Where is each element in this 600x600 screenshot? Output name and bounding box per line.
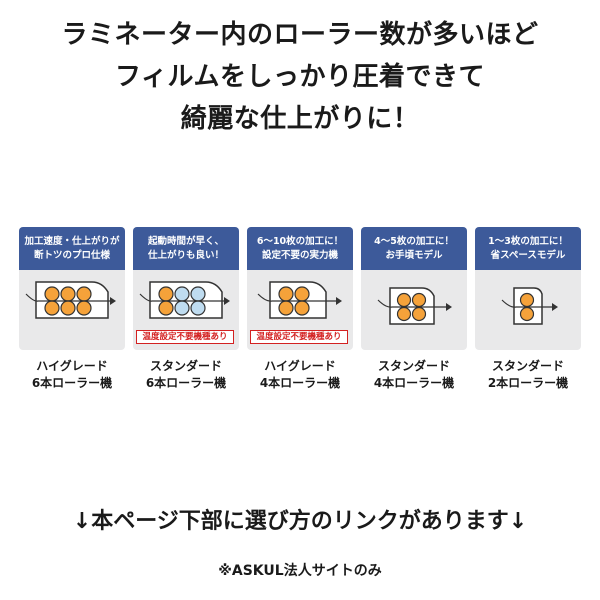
footnote: ※ASKUL法人サイトのみ [218, 563, 382, 579]
headline-line-2: フィルムをしっかり圧着できて [115, 62, 485, 92]
headline-line-1: ラミネーター内のローラー数が多いほど [61, 20, 539, 50]
card-header-line-2: 仕上がりも良い！ [147, 249, 224, 261]
card-header-line-1: 1～3枚の加工に！ [488, 235, 568, 247]
six-roller-orange-icon [25, 281, 116, 319]
headline: ラミネーター内のローラー数が多いほど フィルムをしっかり圧着できて 綺麗な仕上が… [0, 14, 600, 140]
four-roller-orange-icon [377, 287, 452, 325]
card-label-standard-6-roller: スタンダード 6本ローラー機 [133, 358, 239, 392]
card-label-line-1: ハイグレード [36, 359, 108, 373]
temperature-setting-badge: 温度設定不要機種あり [136, 330, 234, 344]
laminator-comparison-cards: 加工速度・仕上がりが 断トツのプロ仕様 起動時間が早く、 仕上がりも良い！ [19, 227, 581, 390]
card-body [361, 270, 467, 350]
card-header-line-2: お手頃モデル [385, 249, 443, 261]
card-label-line-1: スタンダード [377, 359, 450, 373]
link-note: ↓本ページ下部に選び方のリンクがあります↓ [72, 509, 528, 534]
card-label-line-2: 6本ローラー機 [31, 376, 113, 390]
card-header-line-2: 設定不要の実力機 [261, 249, 338, 261]
card-header: 加工速度・仕上がりが 断トツのプロ仕様 [19, 227, 125, 270]
card-label-line-2: 4本ローラー機 [259, 376, 341, 390]
six-roller-blue-icon [139, 281, 230, 319]
four-roller-orange-icon [257, 281, 342, 319]
headline-line-3: 綺麗な仕上がりに！ [180, 104, 420, 134]
card-high-grade-4-roller: 6～10枚の加工に！ 設定不要の実力機 温度設定不要機種あり [247, 227, 353, 350]
card-high-grade-6-roller: 加工速度・仕上がりが 断トツのプロ仕様 [19, 227, 125, 350]
card-header: 6～10枚の加工に！ 設定不要の実力機 [247, 227, 353, 270]
card-label-high-grade-4-roller: ハイグレード 4本ローラー機 [247, 358, 353, 392]
card-label-line-1: スタンダード [149, 359, 222, 373]
card-standard-2-roller: 1～3枚の加工に！ 省スペースモデル [475, 227, 581, 350]
card-label-line-2: 4本ローラー機 [373, 376, 455, 390]
card-header-line-2: 断トツのプロ仕様 [33, 249, 110, 261]
card-header-line-1: 6～10枚の加工に！ [256, 235, 344, 247]
card-standard-6-roller: 起動時間が早く、 仕上がりも良い！ 温度設定不要機種あり [133, 227, 239, 350]
card-header-line-2: 省スペースモデル [490, 249, 566, 261]
card-label-line-2: 2本ローラー機 [487, 376, 569, 390]
card-label-standard-2-roller: スタンダード 2本ローラー機 [475, 358, 581, 392]
card-header-line-1: 起動時間が早く、 [147, 235, 224, 247]
temperature-setting-badge: 温度設定不要機種あり [250, 330, 348, 344]
card-label-line-1: ハイグレード [264, 359, 336, 373]
card-header-line-1: 4～5枚の加工に！ [374, 235, 454, 247]
card-label-standard-4-roller: スタンダード 4本ローラー機 [361, 358, 467, 392]
card-label-line-1: スタンダード [491, 359, 564, 373]
card-header: 起動時間が早く、 仕上がりも良い！ [133, 227, 239, 270]
two-roller-orange-icon [501, 287, 558, 325]
card-body [475, 270, 581, 350]
card-header: 4～5枚の加工に！ お手頃モデル [361, 227, 467, 270]
card-header-line-1: 加工速度・仕上がりが [24, 235, 120, 247]
card-body [19, 270, 125, 350]
card-body: 温度設定不要機種あり [247, 270, 353, 350]
card-body: 温度設定不要機種あり [133, 270, 239, 350]
card-label-line-2: 6本ローラー機 [145, 376, 227, 390]
card-label-high-grade-6-roller: ハイグレード 6本ローラー機 [19, 358, 125, 392]
card-header: 1～3枚の加工に！ 省スペースモデル [475, 227, 581, 270]
card-standard-4-roller: 4～5枚の加工に！ お手頃モデル [361, 227, 467, 350]
